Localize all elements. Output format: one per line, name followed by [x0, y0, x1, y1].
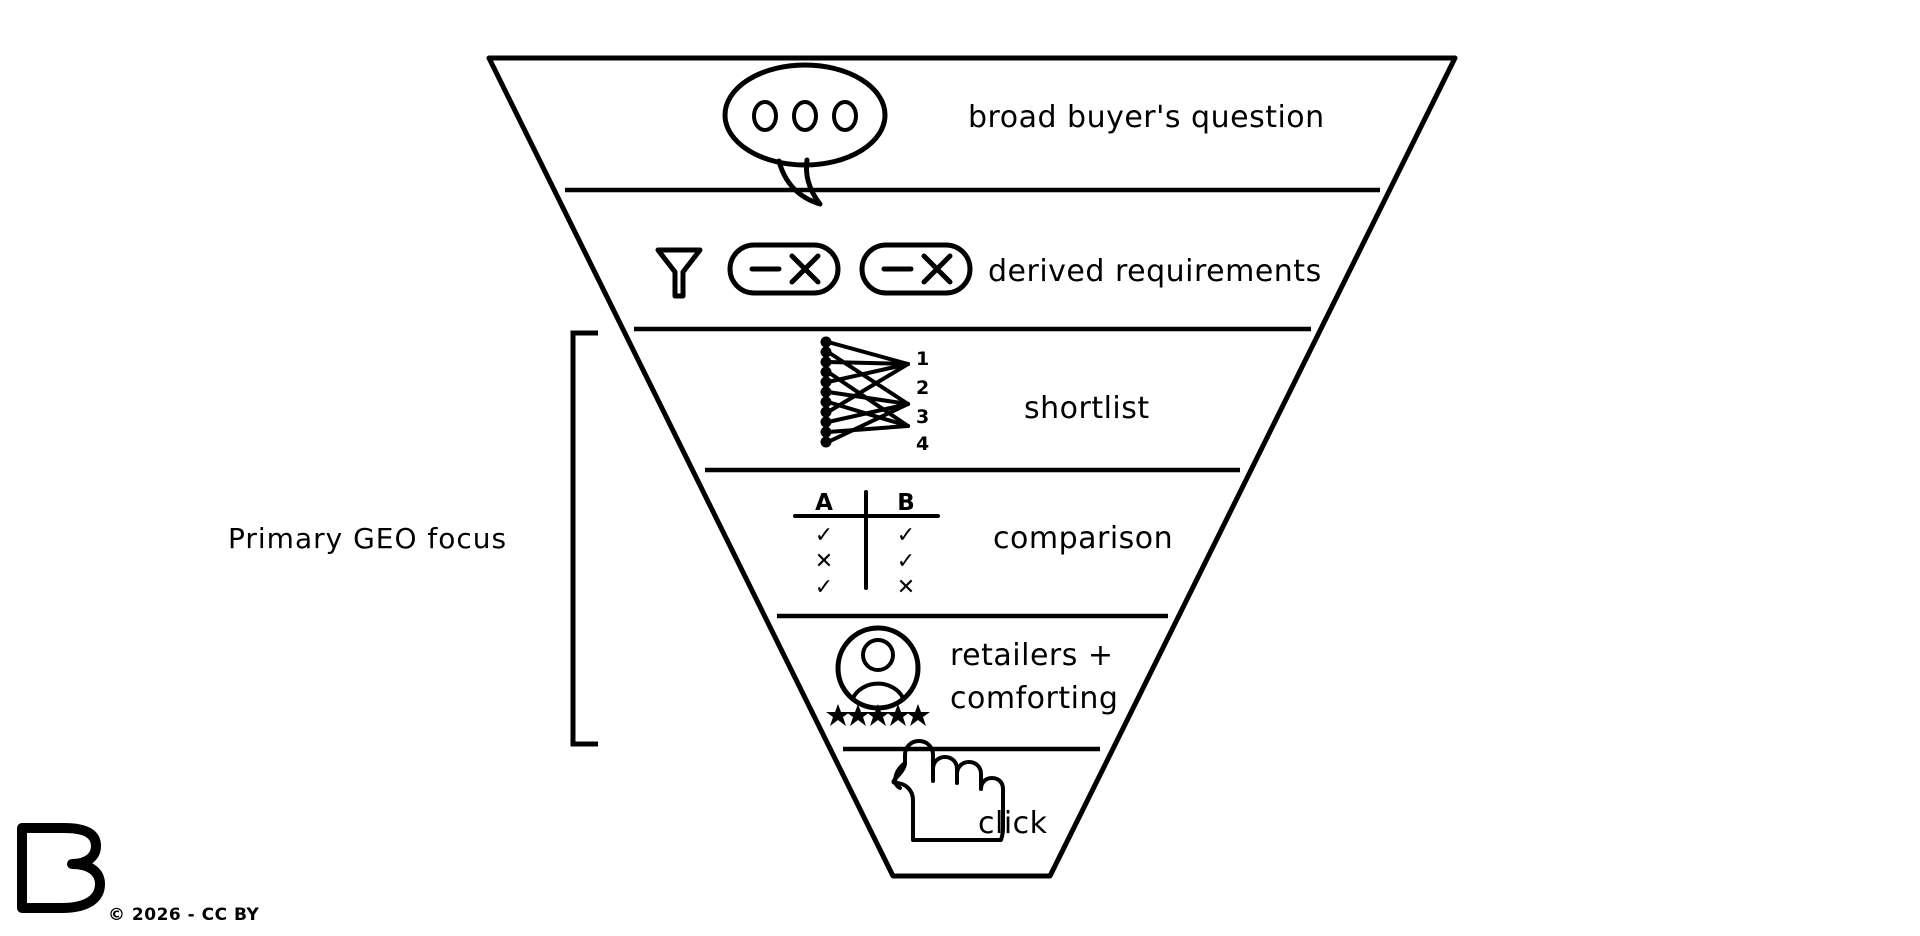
shortlist-rank-2: 2 — [916, 377, 929, 399]
filter-chip-1 — [727, 242, 841, 296]
primary-geo-focus-bracket: Primary GEO focus — [228, 330, 598, 747]
comparison-cell-b2: ✓ — [897, 549, 915, 574]
stage-label-shortlist: shortlist — [1024, 391, 1150, 426]
stage-comparison: A B ✓ ✕ ✓ ✓ ✓ ✕ comparison — [793, 490, 1173, 600]
stage-label-retailers-line-1: retailers + — [950, 638, 1114, 673]
stage-label-broad-question: broad buyer's question — [968, 100, 1325, 135]
stage-label-retailers-line-2: comforting — [950, 681, 1118, 716]
comparison-cell-a2: ✕ — [815, 549, 833, 574]
comparison-column-b: B — [897, 490, 915, 516]
shortlist-rank-1: 1 — [916, 348, 929, 370]
watermark: © 2026 - CC BY — [17, 823, 260, 925]
stage-derived-requirements: derived requirements — [655, 242, 1322, 299]
bracket-shape — [570, 330, 598, 747]
comparison-cell-a1: ✓ — [815, 523, 833, 548]
stage-broad-question: broad buyer's question — [722, 62, 1325, 207]
five-star-rating — [826, 704, 930, 726]
many-to-few-shortlist-icon: 1 2 3 4 — [820, 336, 929, 455]
bracket-label: Primary GEO focus — [228, 522, 507, 555]
stage-shortlist: 1 2 3 4 shortlist — [820, 336, 1150, 455]
speech-bubble-ellipsis-icon — [722, 62, 888, 207]
stage-label-comparison: comparison — [993, 521, 1173, 556]
stage-click: click — [891, 739, 1048, 842]
filter-chip-2 — [859, 242, 973, 296]
logo-b-icon — [17, 823, 105, 913]
stage-label-click: click — [978, 806, 1048, 841]
shortlist-rank-4: 4 — [916, 433, 929, 455]
stage-retailers-comforting: retailers + comforting — [826, 625, 1118, 726]
comparison-cell-b3: ✕ — [897, 575, 915, 600]
user-avatar-icon — [835, 625, 921, 711]
comparison-table-icon: A B ✓ ✕ ✓ ✓ ✓ ✕ — [793, 490, 940, 600]
pointing-hand-cursor-icon — [891, 739, 1005, 842]
comparison-cell-b1: ✓ — [897, 523, 915, 548]
filter-icon — [655, 247, 703, 299]
comparison-column-a: A — [815, 490, 833, 516]
stage-label-derived-requirements: derived requirements — [988, 254, 1322, 289]
copyright-text: © 2026 - CC BY — [108, 905, 260, 925]
comparison-cell-a3: ✓ — [815, 575, 833, 600]
shortlist-rank-3: 3 — [916, 406, 929, 428]
funnel-outline — [486, 55, 1458, 879]
